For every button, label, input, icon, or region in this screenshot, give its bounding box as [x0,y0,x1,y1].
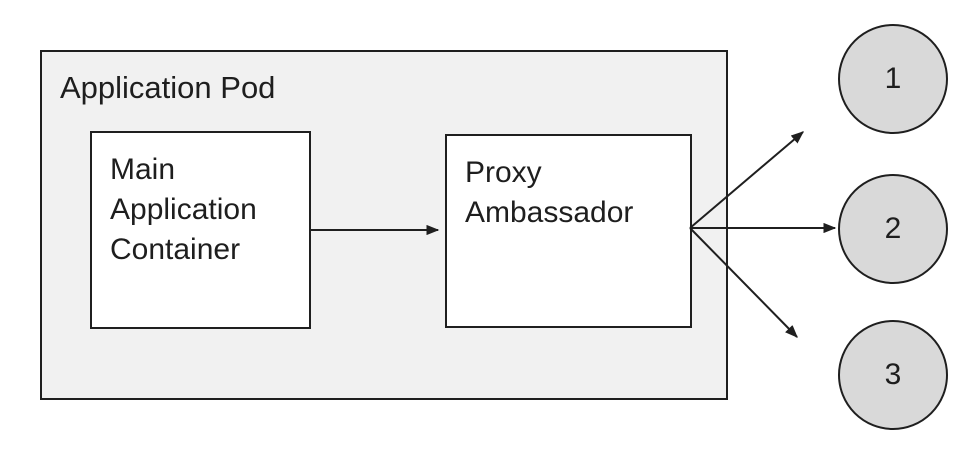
endpoint-node-2: 2 [838,174,948,284]
application-pod-group: Application Pod Main Application Contain… [40,50,728,400]
endpoint-node-2-label: 2 [884,212,902,245]
endpoint-node-1: 1 [838,24,948,134]
main-application-container-label: Main Application Container [110,153,257,266]
application-pod-label: Application Pod [60,70,276,105]
main-application-container-node: Main Application Container [90,131,311,329]
proxy-ambassador-label: Proxy Ambassador [465,156,634,229]
endpoint-node-3-label: 3 [884,358,902,391]
endpoint-node-3: 3 [838,320,948,430]
endpoint-node-1-label: 1 [884,62,902,95]
proxy-ambassador-node: Proxy Ambassador [445,134,692,328]
